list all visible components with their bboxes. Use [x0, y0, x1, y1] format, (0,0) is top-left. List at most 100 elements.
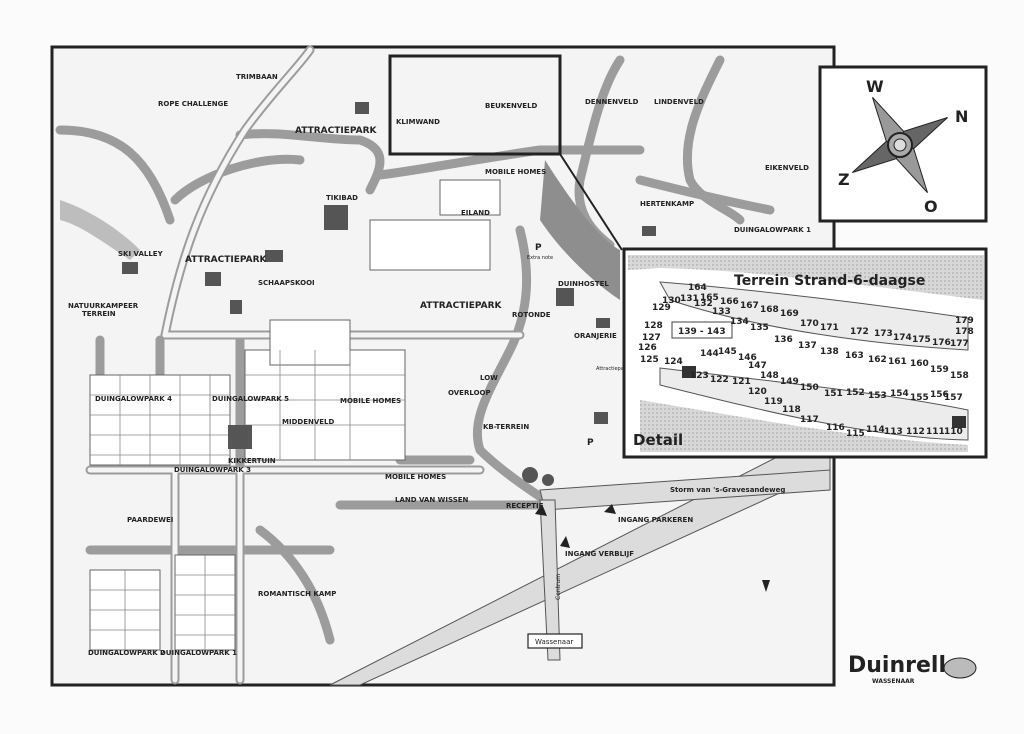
label-duingalowpark2: DUINGALOWPARK 2	[88, 649, 165, 657]
pitch-number: 166	[720, 297, 739, 307]
label-natuurkampeer: NATUURKAMPEER	[68, 302, 139, 310]
pitch-number: 157	[944, 393, 963, 403]
label-schaapskooi: SCHAAPSKOOI	[258, 279, 315, 287]
tap-icon-right	[952, 416, 966, 428]
label-oranjerie: ORANJERIE	[574, 332, 617, 340]
detail-dunes	[628, 255, 984, 300]
label-tikibad: TIKIBAD	[326, 194, 358, 202]
pitch-number: 127	[642, 333, 661, 343]
pitch-number: 150	[800, 383, 819, 393]
pitch-number: 178	[955, 327, 974, 337]
pitch-number: 176	[932, 338, 951, 348]
brand-logo: Duinrell	[848, 653, 946, 678]
label-eiland: EILAND	[461, 209, 490, 217]
brand-sub: WASSENAAR	[872, 678, 915, 685]
label-wassenaar: Wassenaar	[535, 638, 573, 646]
ski-slope	[60, 200, 140, 260]
compass-n: N	[955, 107, 968, 126]
label-attractiepark-small: Attractiepark	[596, 366, 629, 372]
pitch-number: 167	[740, 301, 759, 311]
label-rope-challenge: ROPE CHALLENGE	[158, 100, 228, 108]
detail-range: 139 - 143	[678, 327, 726, 337]
pitch-number: 132	[694, 299, 713, 309]
pitch-number: 115	[846, 429, 865, 439]
pitch-number: 119	[764, 397, 783, 407]
pitch-number: 179	[955, 316, 974, 326]
pitch-number: 153	[868, 391, 887, 401]
label-overloop: OVERLOOP	[448, 389, 491, 397]
label-receptie: RECEPTIE	[506, 502, 544, 510]
pitch-number: 155	[910, 393, 929, 403]
pitch-number: 126	[638, 343, 657, 353]
label-terrein: TERREIN	[82, 310, 116, 318]
pitch-number: 161	[888, 357, 907, 367]
label-duingalowpark4: DUINGALOWPARK 4	[95, 395, 172, 403]
label-mobile-homes-mid: MOBILE HOMES	[340, 397, 401, 405]
label-attractiepark-mid: ATTRACTIEPARK	[420, 301, 503, 311]
label-ingang-verblijf: INGANG VERBLIJF	[565, 550, 634, 558]
compass-rose	[852, 97, 948, 193]
pitch-number: 118	[782, 405, 801, 415]
pitch-number: 120	[748, 387, 767, 397]
pitch-number: 171	[820, 323, 839, 333]
pitch-number: 110	[944, 427, 963, 437]
label-land-van-wissen: LAND VAN WISSEN	[395, 496, 469, 504]
pitch-number: 146	[738, 353, 757, 363]
label-paardewei: PAARDEWEI	[127, 516, 173, 524]
pitch-number: 170	[800, 319, 819, 329]
frog-logo-icon	[943, 657, 977, 679]
compass-w: W	[866, 77, 884, 96]
pitch-number: 175	[912, 335, 931, 345]
label-duingalowpark1: DUINGALOWPARK 1	[160, 649, 237, 657]
pitch-number: 117	[800, 415, 819, 425]
label-rotonde: ROTONDE	[512, 311, 551, 319]
pond	[540, 160, 620, 300]
pitch-number: 147	[748, 361, 767, 371]
label-romantisch-kamp: ROMANTISCH KAMP	[258, 590, 336, 598]
pitch-number: 138	[820, 347, 839, 357]
entrance-arrows	[535, 504, 770, 592]
pitch-number: 128	[644, 321, 663, 331]
pitch-number: 134	[730, 317, 749, 327]
pitch-number: 154	[890, 389, 909, 399]
pitch-number: 129	[652, 303, 671, 313]
label-duinhostel: DUINHOSTEL	[558, 280, 609, 288]
klimwand-box	[388, 54, 562, 156]
label-klimwand: KLIMWAND	[396, 118, 440, 126]
pitch-number: 133	[712, 307, 731, 317]
label-lindenveld: LINDENVELD	[654, 98, 704, 106]
label-duingalowpark5: DUINGALOWPARK 5	[212, 395, 289, 403]
label-trimbaan: TRIMBAAN	[236, 73, 278, 81]
label-beukenveld: BEUKENVELD	[485, 102, 538, 110]
detail-label: Detail	[633, 431, 683, 449]
label-centrum: Centrum	[555, 574, 562, 600]
pitch-number: 160	[910, 359, 929, 369]
compass-o: O	[924, 197, 938, 216]
pitch-number: 148	[760, 371, 779, 381]
pitch-number: 111	[926, 427, 945, 437]
detail-strip-top	[659, 281, 969, 351]
label-eikenveld: EIKENVELD	[765, 164, 809, 172]
label-ski-valley: SKI VALLEY	[118, 250, 164, 258]
pitch-number: 137	[798, 341, 817, 351]
pitch-number: 113	[884, 427, 903, 437]
pitch-number: 163	[845, 351, 864, 361]
pitch-number: 164	[688, 283, 707, 293]
pitch-number: 124	[664, 357, 683, 367]
pitch-number: 152	[846, 388, 865, 398]
pitch-number: 172	[850, 327, 869, 337]
pitch-number: 149	[780, 377, 799, 387]
pitch-number: 136	[774, 335, 793, 345]
pitch-number: 123	[690, 371, 709, 381]
pitch-number: 169	[780, 309, 799, 319]
label-attractiepark-left: ATTRACTIEPARK	[185, 255, 268, 265]
label-extra-note: Extra note	[527, 255, 553, 261]
tap-icon-left	[682, 366, 696, 378]
pitch-number: 116	[826, 423, 845, 433]
detail-title: Terrein Strand-6-daagse	[734, 273, 925, 289]
pitch-number: 151	[824, 389, 843, 399]
parking-icon-top: P	[535, 243, 542, 253]
pitch-number: 156	[930, 390, 949, 400]
label-kikkertuin: KIKKERTUIN	[228, 457, 276, 465]
pitch-number: 131	[680, 294, 699, 304]
